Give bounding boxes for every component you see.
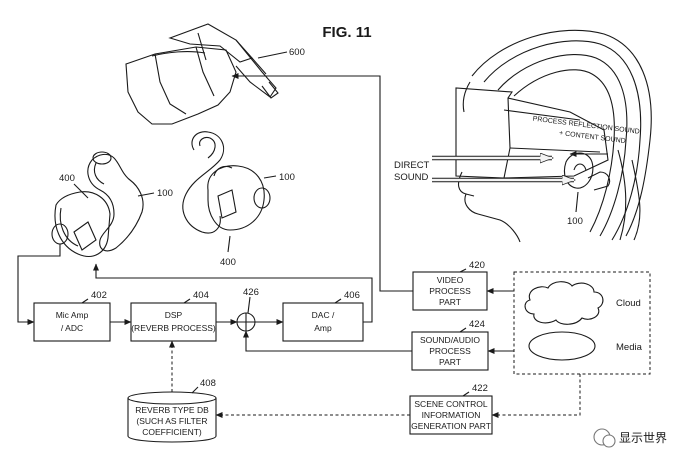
source-region: Cloud Media [513,271,651,375]
earphone-right-illustration [182,131,271,234]
reverb-db-line-2: (SUCH AS FILTER [136,416,207,426]
reverb-type-db: REVERB TYPE DB (SUCH AS FILTER COEFFICIE… [127,391,217,443]
direct-sound-label-2: SOUND [394,172,428,183]
ref-dac: 406 [344,290,360,301]
ref-adder: 426 [243,287,259,298]
scene-control-box: SCENE CONTROL INFORMATION GENERATION PAR… [409,395,493,435]
scene-line-2: INFORMATION [422,410,481,420]
video-line-3: PART [439,297,461,307]
mic-amp-box: Mic Amp / ADC [33,302,111,342]
ref-earphone-user: 100 [567,216,583,227]
ref-sound-part: 424 [469,319,485,330]
mic-amp-line-1: Mic Amp [56,310,89,320]
direct-sound-label-1: DIRECT [394,160,430,171]
media-ellipse [528,331,596,361]
ref-reverb-db: 408 [200,378,216,389]
dsp-line-1: DSP [165,310,183,320]
media-label: Media [616,342,643,353]
scene-line-3: GENERATION PART [411,421,491,431]
mic-amp-line-2: / ADC [61,323,83,333]
cloud-label: Cloud [616,298,641,309]
ref-video-part: 420 [469,260,485,271]
watermark: 显示世界 [593,428,667,448]
ref-earphone-right: 100 [279,172,295,183]
sound-process-box: SOUND/AUDIO PROCESS PART [411,331,489,371]
sound-line-3: PART [439,357,461,367]
ref-mic-left: 400 [59,173,75,184]
reverb-db-line-1: REVERB TYPE DB [135,405,209,415]
scene-line-1: SCENE CONTROL [414,399,487,409]
user-head-illustration [455,29,652,243]
earphone-left-illustration [51,151,144,257]
adder-node [236,312,256,332]
dac-box: DAC / Amp [282,302,364,342]
figure-title: FIG. 11 [322,24,371,41]
watermark-text: 显示世界 [619,431,667,445]
video-line-2: PROCESS [429,286,471,296]
ref-mic-amp: 402 [91,290,107,301]
dac-line-1: DAC / [312,310,335,320]
cloud-shape [524,281,604,325]
ref-hmd: 600 [289,47,305,58]
ref-dsp: 404 [193,290,209,301]
ref-scene-part: 422 [472,383,488,394]
ref-mic-right: 400 [220,257,236,268]
reverb-db-line-3: COEFFICIENT) [142,427,202,437]
video-line-1: VIDEO [437,275,464,285]
dac-line-2: Amp [314,323,332,333]
ref-earphone-left: 100 [157,188,173,199]
dsp-line-2: (REVERB PROCESS) [131,323,216,333]
hmd-illustration [125,23,279,125]
sound-line-2: PROCESS [429,346,471,356]
sound-line-1: SOUND/AUDIO [420,335,480,345]
video-process-box: VIDEO PROCESS PART [412,271,488,311]
dsp-box: DSP (REVERB PROCESS) [130,302,217,342]
